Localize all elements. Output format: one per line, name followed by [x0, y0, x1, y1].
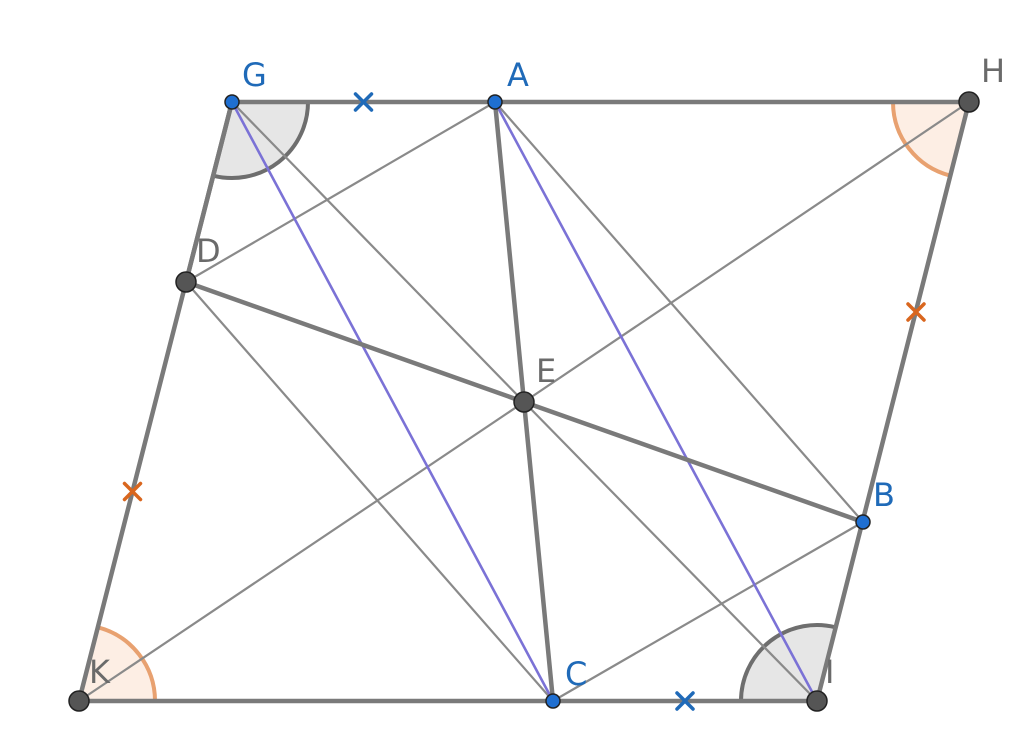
angle-arc-K	[97, 625, 157, 702]
point-K	[68, 690, 90, 712]
point-A	[487, 94, 503, 110]
angle-arc-H	[891, 101, 951, 178]
point-label-B: B	[873, 476, 895, 514]
point-label-G: G	[242, 56, 267, 94]
angle-marks-layer	[79, 101, 969, 702]
points-layer	[68, 91, 980, 712]
tick-mark-HB	[906, 302, 926, 322]
point-label-H: H	[981, 52, 1005, 90]
angle-arc-G	[212, 101, 310, 180]
segment-KE	[77, 400, 526, 703]
segment-AB	[493, 100, 865, 524]
segment-GD	[183, 99, 235, 285]
segment-CB	[551, 520, 865, 703]
point-D	[175, 271, 197, 293]
angle-fill-K	[79, 627, 155, 701]
angle-arc-I	[739, 623, 837, 702]
tick-mark-GA	[353, 92, 374, 112]
segment-DC	[184, 280, 555, 703]
segment-EI	[522, 400, 819, 703]
point-label-C: C	[565, 655, 587, 693]
segment-DA	[184, 100, 497, 284]
tick-mark-KD	[122, 481, 143, 502]
point-C	[545, 693, 561, 709]
segment-EB	[521, 399, 866, 525]
angle-fill-I	[741, 624, 836, 701]
segment-GE	[230, 100, 526, 404]
tick-mark-CI	[675, 691, 695, 711]
angle-fill-H	[893, 102, 969, 176]
segment-EH	[522, 100, 971, 404]
segment-AE	[492, 99, 527, 405]
segment-DE	[183, 279, 527, 405]
point-label-A: A	[507, 56, 529, 94]
point-G	[224, 94, 240, 110]
point-E	[513, 391, 535, 413]
segment-HI	[814, 99, 972, 704]
point-label-D: D	[196, 232, 221, 270]
segment-GC	[230, 100, 555, 703]
point-B	[855, 514, 871, 530]
segment-AI	[493, 100, 819, 703]
point-label-K: K	[89, 653, 111, 691]
segments-layer	[76, 99, 972, 704]
point-label-I: I	[825, 653, 834, 691]
point-H	[958, 91, 980, 113]
point-label-E: E	[536, 352, 556, 390]
point-I	[806, 690, 828, 712]
angle-fill-G	[213, 102, 308, 178]
labels-layer: G A H D E B K C I	[89, 52, 1005, 693]
segment-EC	[521, 399, 556, 704]
tick-marks-layer	[122, 92, 926, 711]
